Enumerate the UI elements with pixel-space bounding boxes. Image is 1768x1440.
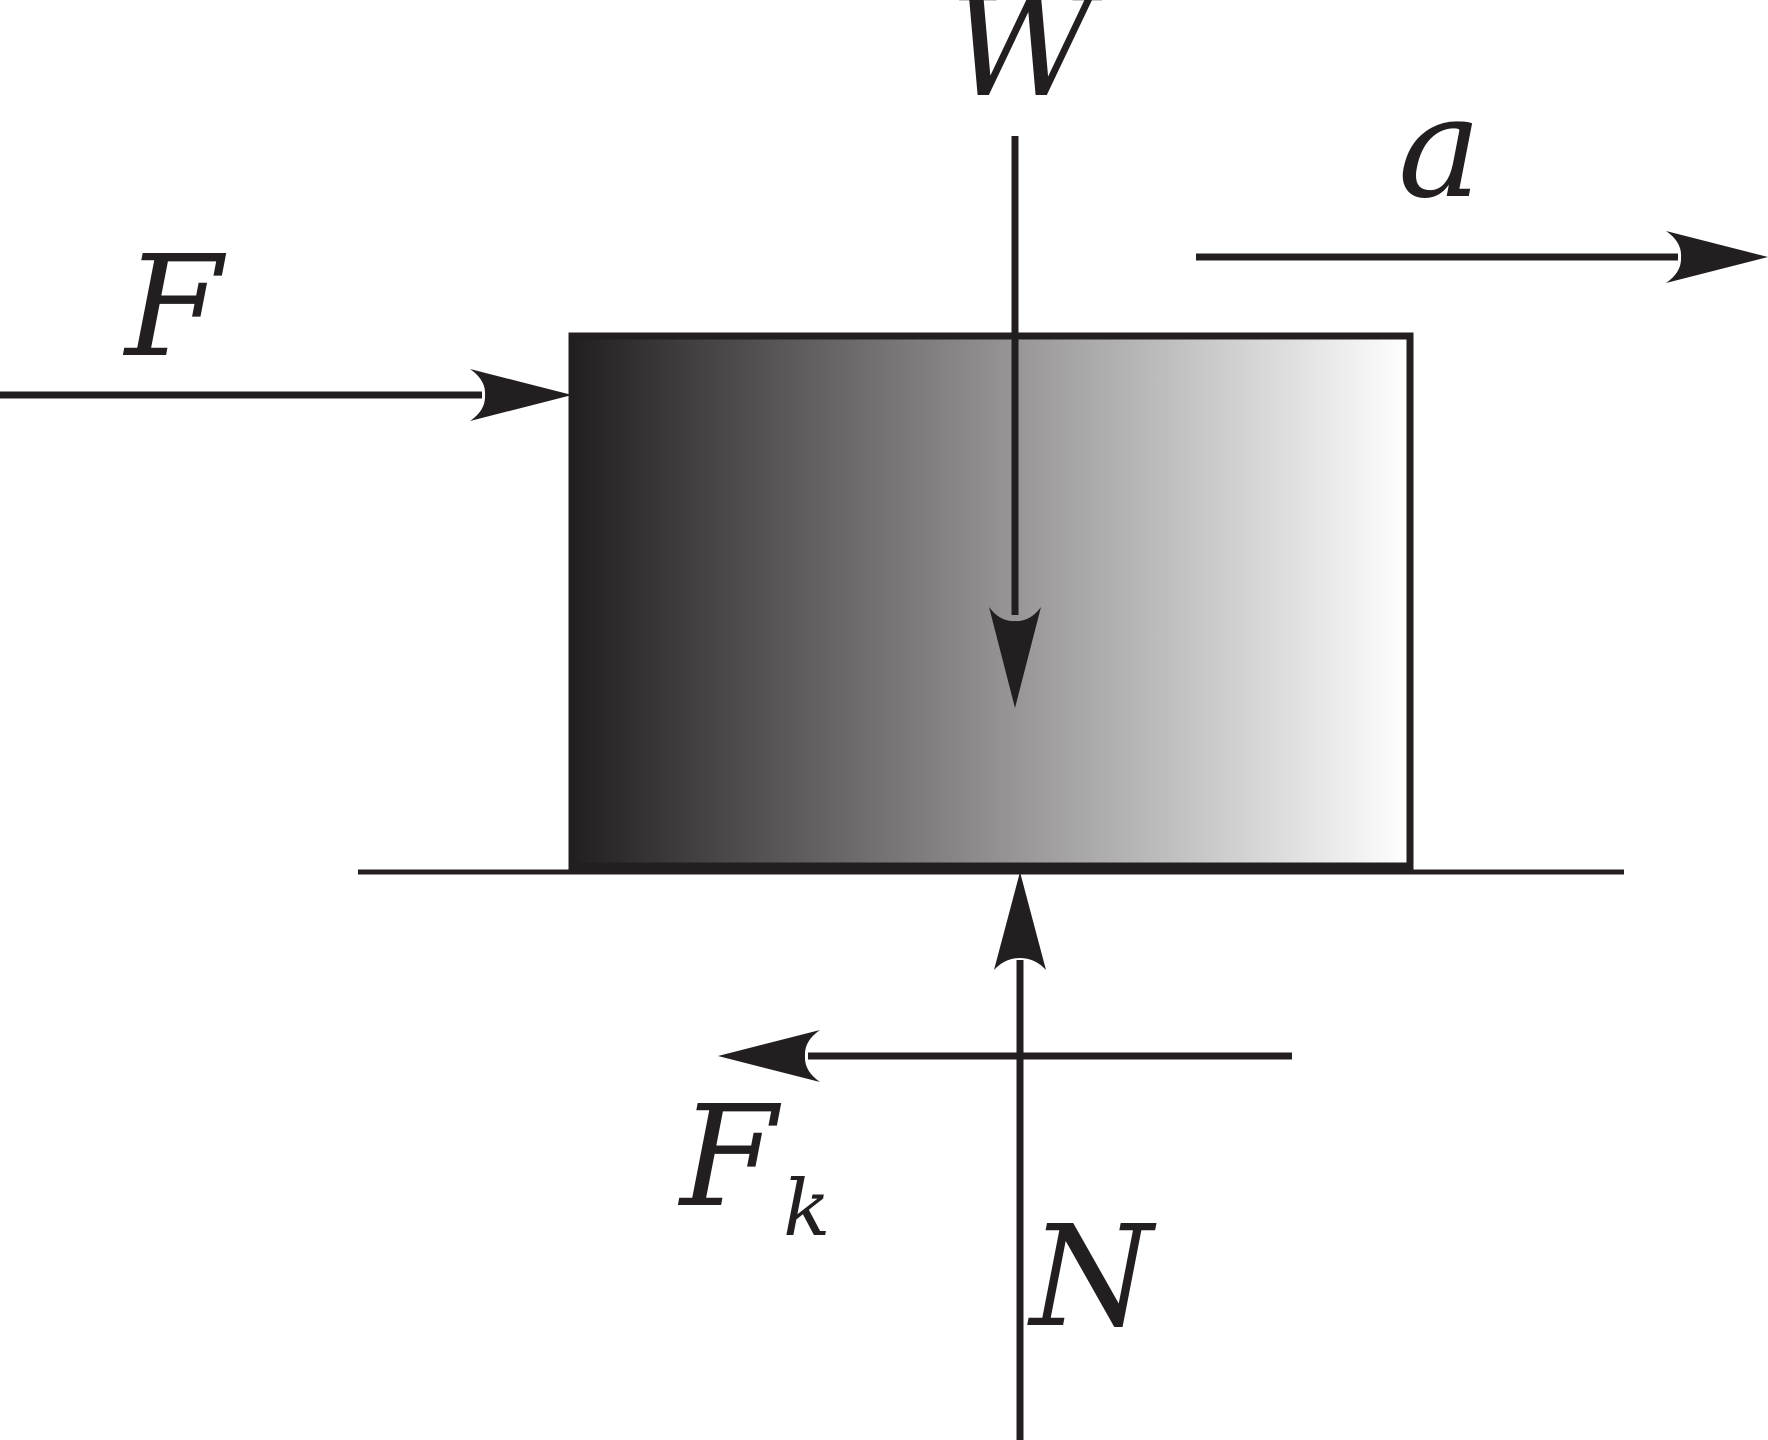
weight-arrow	[989, 136, 1041, 708]
acceleration-arrow	[1196, 231, 1768, 283]
block	[568, 332, 1414, 870]
weight-label: W	[950, 0, 1104, 129]
normal-force-arrow	[994, 872, 1046, 1440]
applied-force-arrow	[0, 369, 572, 421]
normal-force-label: N	[1027, 1196, 1157, 1359]
applied-force-label: F	[122, 226, 227, 389]
friction-force-label: Fk	[677, 1076, 830, 1254]
friction-force-arrow	[718, 1030, 1292, 1082]
acceleration-label: a	[1398, 67, 1481, 230]
friction-force-label-subscript: k	[783, 1164, 830, 1254]
friction-force-label-main: F	[677, 1076, 782, 1239]
